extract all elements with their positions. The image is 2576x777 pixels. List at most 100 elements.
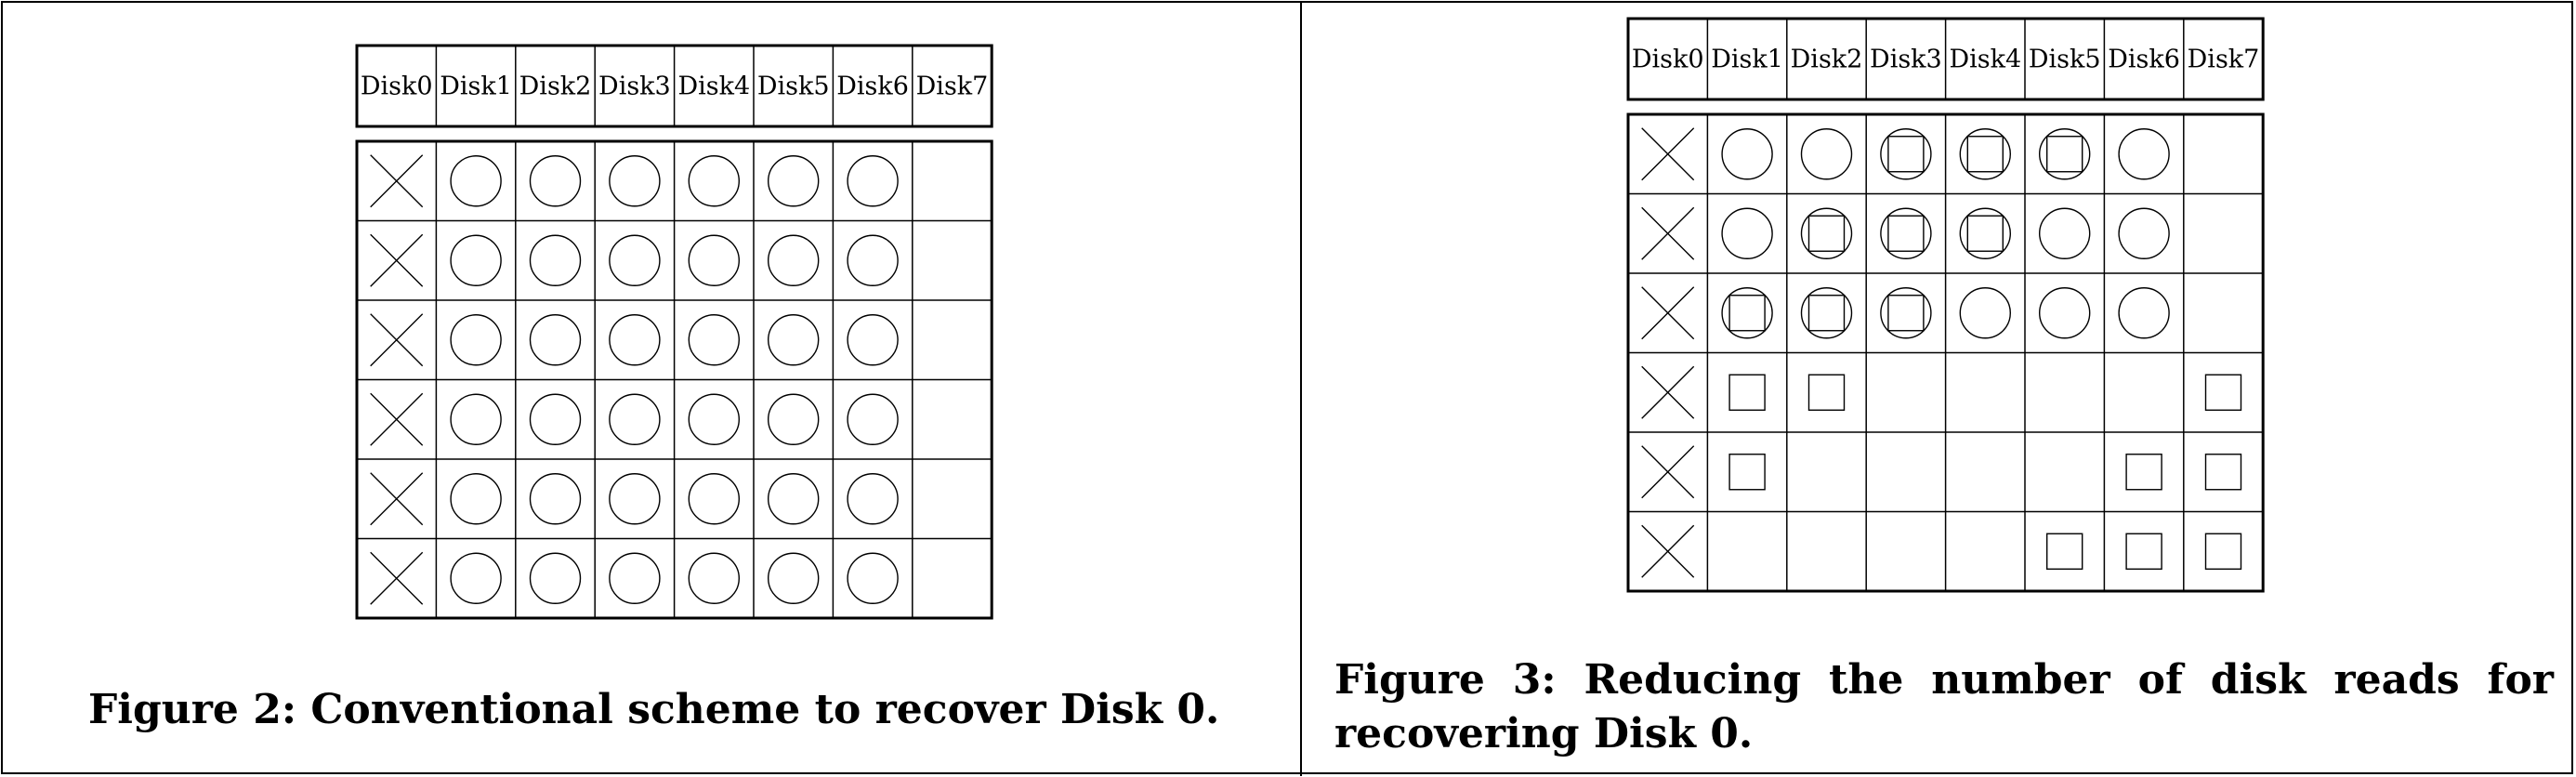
disk-header-7: Disk7: [2188, 46, 2260, 74]
cross-icon: [370, 551, 424, 605]
square-icon: [2204, 454, 2242, 491]
disk-header-7: Disk7: [916, 72, 989, 101]
disk-grid: [1626, 112, 2265, 593]
circle-icon: [609, 393, 661, 445]
disk-header-5: Disk5: [2029, 46, 2101, 74]
circle-icon: [2118, 207, 2170, 259]
circle-icon: [529, 552, 582, 604]
circle-icon: [1800, 128, 1853, 180]
square-icon: [1728, 454, 1766, 491]
square-icon: [2204, 374, 2242, 411]
figure-2-caption: Figure 2: Conventional scheme to recover…: [88, 686, 1220, 733]
cross-icon: [1641, 524, 1695, 578]
disk-header-0: Disk0: [1632, 46, 1704, 74]
circle-icon: [2039, 207, 2091, 259]
cross-icon: [1641, 286, 1695, 340]
circle-icon: [450, 234, 502, 286]
square-icon: [1807, 374, 1846, 411]
circle-icon: [609, 473, 661, 525]
square-icon: [2046, 533, 2083, 570]
circle-square-icon: [1721, 287, 1773, 339]
circle-icon: [688, 473, 740, 525]
circle-icon: [688, 314, 740, 366]
circle-square-icon: [1880, 128, 1932, 180]
cross-icon: [1641, 445, 1695, 499]
disk-header-4: Disk4: [677, 72, 750, 101]
cross-icon: [370, 313, 424, 367]
circle-icon: [768, 155, 820, 207]
circle-icon: [768, 234, 820, 286]
cross-icon: [1641, 206, 1695, 260]
cross-icon: [370, 392, 424, 446]
cross-icon: [1641, 365, 1695, 419]
circle-icon: [450, 473, 502, 525]
cross-icon: [370, 233, 424, 287]
circle-icon: [450, 314, 502, 366]
circle-icon: [529, 314, 582, 366]
disk-grid: [355, 139, 993, 620]
circle-icon: [1959, 287, 2011, 339]
disk-header-6: Disk6: [836, 72, 909, 101]
circle-icon: [847, 393, 899, 445]
circle-square-icon: [1880, 207, 1932, 259]
cross-icon: [1641, 127, 1695, 181]
disk-header-2: Disk2: [519, 72, 592, 101]
cross-icon: [370, 154, 424, 208]
disk-header-1: Disk1: [1711, 46, 1783, 74]
figure-3-caption: Figure 3: Reducing the number of disk re…: [1334, 656, 2554, 757]
circle-icon: [688, 393, 740, 445]
circle-icon: [1721, 128, 1773, 180]
disk-header-3: Disk3: [598, 72, 671, 101]
disk-header-2: Disk2: [1791, 46, 1863, 74]
circle-icon: [609, 552, 661, 604]
circle-icon: [847, 314, 899, 366]
circle-icon: [609, 155, 661, 207]
square-icon: [2125, 454, 2162, 491]
disk-header-0: Disk0: [361, 72, 433, 101]
circle-icon: [688, 234, 740, 286]
circle-icon: [2118, 128, 2170, 180]
disk-header-3: Disk3: [1870, 46, 1942, 74]
circle-icon: [529, 234, 582, 286]
circle-icon: [847, 473, 899, 525]
circle-icon: [609, 234, 661, 286]
square-icon: [1728, 374, 1766, 411]
circle-icon: [768, 552, 820, 604]
circle-square-icon: [1959, 207, 2011, 259]
circle-icon: [768, 393, 820, 445]
circle-square-icon: [1800, 287, 1853, 339]
circle-icon: [847, 552, 899, 604]
circle-icon: [688, 552, 740, 604]
circle-square-icon: [1959, 128, 2011, 180]
cross-icon: [370, 472, 424, 526]
circle-icon: [2039, 287, 2091, 339]
square-icon: [2204, 533, 2242, 570]
circle-square-icon: [1800, 207, 1853, 259]
circle-icon: [450, 155, 502, 207]
circle-icon: [2118, 287, 2170, 339]
disk-header-5: Disk5: [757, 72, 830, 101]
disk-header-4: Disk4: [1949, 46, 2021, 74]
circle-icon: [847, 155, 899, 207]
circle-icon: [529, 393, 582, 445]
circle-square-icon: [1880, 287, 1932, 339]
circle-icon: [450, 393, 502, 445]
circle-icon: [450, 552, 502, 604]
circle-square-icon: [2039, 128, 2091, 180]
disk-header-6: Disk6: [2108, 46, 2180, 74]
circle-icon: [529, 155, 582, 207]
circle-icon: [768, 473, 820, 525]
circle-icon: [768, 314, 820, 366]
circle-icon: [688, 155, 740, 207]
circle-icon: [1721, 207, 1773, 259]
circle-icon: [609, 314, 661, 366]
panel-divider: [1300, 1, 1302, 776]
disk-header-1: Disk1: [440, 72, 512, 101]
circle-icon: [847, 234, 899, 286]
square-icon: [2125, 533, 2162, 570]
